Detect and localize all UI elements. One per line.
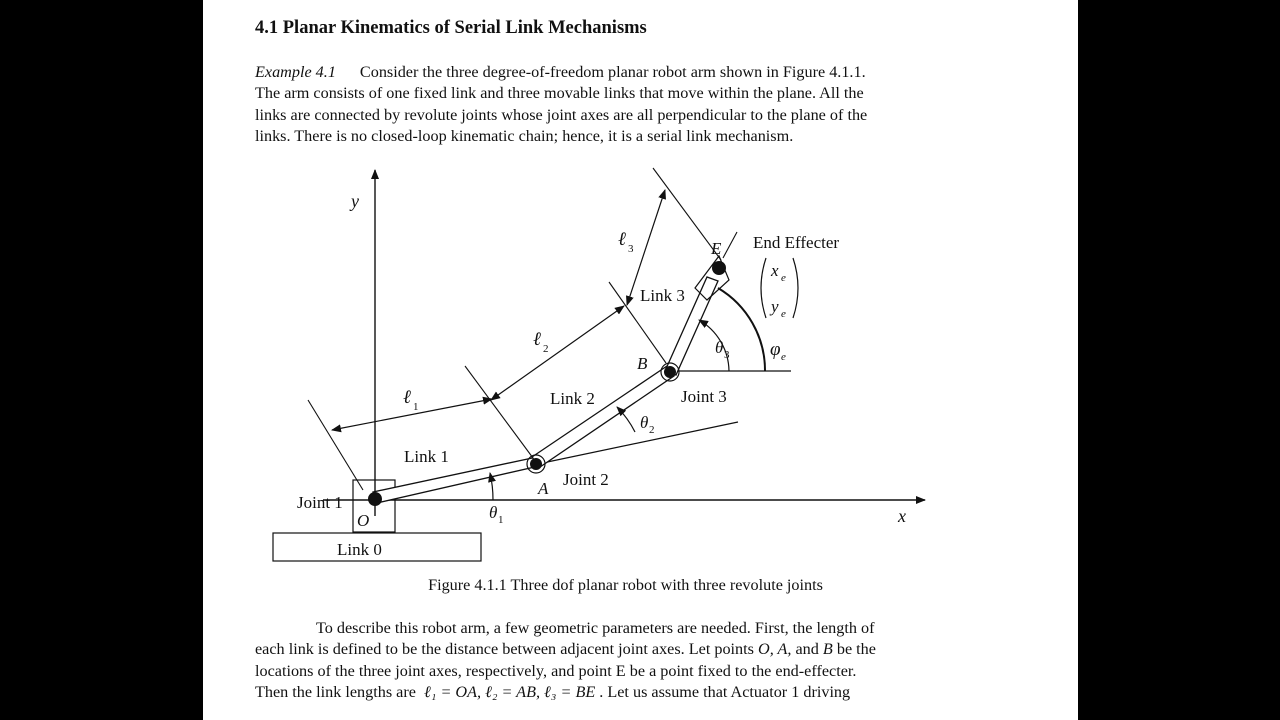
ell3-subscript: 3 — [628, 243, 634, 255]
example-line-1: Example 4.1 Consider the three degree-of-… — [255, 62, 970, 83]
ell3-symbol: ℓ — [618, 229, 626, 250]
point-o-label: O — [357, 511, 369, 530]
body-line-1: To describe this robot arm, a few geomet… — [316, 619, 875, 637]
body-line-2-and: and — [791, 640, 823, 659]
end-effecter-label: End Effecter — [753, 233, 839, 252]
dim-arrow-l3 — [626, 189, 666, 306]
link-length-equations: ℓ₁ = OA, ℓ₂ = AB, ℓ₃ = BE — [424, 682, 596, 701]
vector-x-e-subscript: e — [781, 272, 786, 284]
body-line-4-start: Then the link lengths are — [255, 682, 416, 701]
theta1-arc — [488, 472, 496, 501]
link0-base — [272, 532, 482, 562]
body-line-2-point-b: B — [822, 640, 833, 659]
y-axis-label: y — [349, 191, 359, 211]
joint-a-dot — [530, 458, 542, 470]
example-line-2: The arm consists of one fixed link and t… — [255, 84, 864, 103]
example-line-4: links. There is no closed-loop kinematic… — [255, 126, 794, 145]
body-line-2-text: each link is defined to be the distance … — [255, 640, 754, 659]
vector-y-e: y — [769, 297, 779, 316]
link2-label: Link 2 — [550, 389, 595, 408]
vector-left-paren — [760, 257, 767, 319]
example-text-1: Consider the three degree-of-freedom pla… — [359, 63, 866, 81]
theta2-arc — [616, 406, 636, 433]
joint1-label: Joint 1 — [297, 493, 343, 512]
joint1-block — [352, 479, 396, 533]
document-page: 4.1 Planar Kinematics of Serial Link Mec… — [203, 0, 1078, 720]
dim-arrow-l1 — [331, 396, 493, 433]
phi-e-subscript: e — [781, 351, 786, 363]
point-a-label: A — [537, 479, 549, 498]
point-e-dot — [712, 261, 726, 275]
link3-label: Link 3 — [640, 286, 685, 305]
robot-arm-figure: y x Joint 1 Joint 2 Joint 3 Link 0 Link … — [203, 160, 1078, 575]
point-b-label: B — [637, 354, 648, 373]
dim-ext-line-1 — [307, 399, 364, 491]
theta3-symbol: θ — [715, 338, 723, 357]
figure-caption: Figure 4.1.1 Three dof planar robot with… — [428, 576, 823, 594]
joint-o-dot — [368, 492, 382, 506]
vector-right-paren — [792, 257, 799, 319]
body-paragraph: To describe this robot arm, a few geomet… — [255, 618, 970, 703]
theta3-arc — [698, 319, 730, 372]
joint-a-ring — [526, 454, 546, 474]
body-line-3: locations of the three joint axes, respe… — [255, 661, 857, 680]
ell2-symbol: ℓ — [533, 329, 541, 350]
ell1-subscript: 1 — [413, 401, 419, 413]
ell1-symbol: ℓ — [403, 387, 411, 408]
ell2-subscript: 2 — [543, 343, 549, 355]
example-label: Example 4.1 — [255, 63, 336, 81]
joint2-label: Joint 2 — [563, 470, 609, 489]
x-axis-label: x — [897, 506, 906, 526]
dim-ext-line-4 — [652, 167, 722, 261]
vector-x-e: x — [770, 261, 779, 280]
point-e-label: E — [710, 239, 722, 258]
body-line-2-points: O, A, — [758, 640, 792, 659]
end-effecter-pointer — [722, 231, 738, 259]
theta3-subscript: 3 — [724, 349, 730, 361]
link1-body — [372, 456, 540, 504]
body-line-2: each link is defined to be the distance … — [255, 639, 970, 660]
link2-extension-line — [532, 421, 739, 466]
example-paragraph: Example 4.1 Consider the three degree-of-… — [255, 62, 970, 147]
end-effecter-gripper — [694, 254, 730, 301]
joint-b-ring — [660, 362, 680, 382]
theta2-subscript: 2 — [649, 424, 655, 436]
phi-e-symbol: φ — [770, 339, 781, 360]
theta1-symbol: θ — [489, 503, 497, 522]
dim-arrow-l2 — [490, 305, 625, 401]
body-line-4: Then the link lengths are ℓ₁ = OA, ℓ₂ = … — [255, 682, 970, 703]
example-line-3: links are connected by revolute joints w… — [255, 105, 868, 124]
joint-b-dot — [664, 366, 676, 378]
body-line-4-end: . Let us assume that Actuator 1 driving — [599, 682, 851, 701]
body-line-2-rest: be the — [832, 640, 876, 659]
link0-label: Link 0 — [337, 540, 382, 559]
phi-e-arc — [717, 287, 767, 372]
link1-label: Link 1 — [404, 447, 449, 466]
section-title: 4.1 Planar Kinematics of Serial Link Mec… — [255, 18, 647, 38]
robot-arm-diagram: y x Joint 1 Joint 2 Joint 3 Link 0 Link … — [272, 167, 926, 562]
theta2-symbol: θ — [640, 413, 648, 432]
dim-ext-line-3 — [608, 281, 667, 364]
joint3-label: Joint 3 — [681, 387, 727, 406]
dim-ext-line-2 — [464, 365, 534, 459]
theta1-subscript: 1 — [498, 514, 504, 526]
vector-y-e-subscript: e — [781, 308, 786, 320]
link2-body — [531, 365, 675, 468]
